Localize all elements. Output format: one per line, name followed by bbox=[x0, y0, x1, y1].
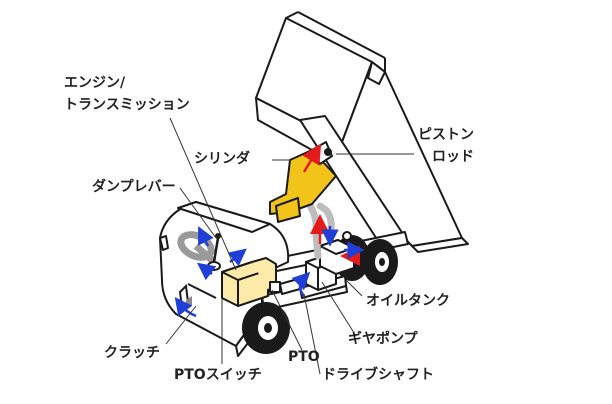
label-gear-pump: ギヤポンプ bbox=[348, 331, 418, 347]
leader-lines bbox=[165, 117, 414, 375]
label-pto-switch: PTOスイッチ bbox=[174, 367, 262, 383]
label-pto: PTO bbox=[288, 349, 320, 365]
label-clutch: クラッチ bbox=[104, 345, 160, 361]
label-oil-tank: オイルタンク bbox=[366, 293, 450, 309]
front-wheel bbox=[242, 302, 290, 354]
label-cylinder: シリンダ bbox=[194, 151, 250, 167]
label-drive-shaft: ドライブシャフト bbox=[322, 367, 434, 383]
label-engine-line1: エンジン/ bbox=[64, 75, 126, 91]
label-piston-line2: ロッド bbox=[432, 149, 474, 165]
oil-tank bbox=[319, 231, 355, 275]
label-dump-lever: ダンプレバー bbox=[92, 179, 176, 195]
label-piston-line1: ピストン bbox=[418, 127, 474, 143]
label-engine-line2: トランスミッション bbox=[64, 97, 190, 113]
